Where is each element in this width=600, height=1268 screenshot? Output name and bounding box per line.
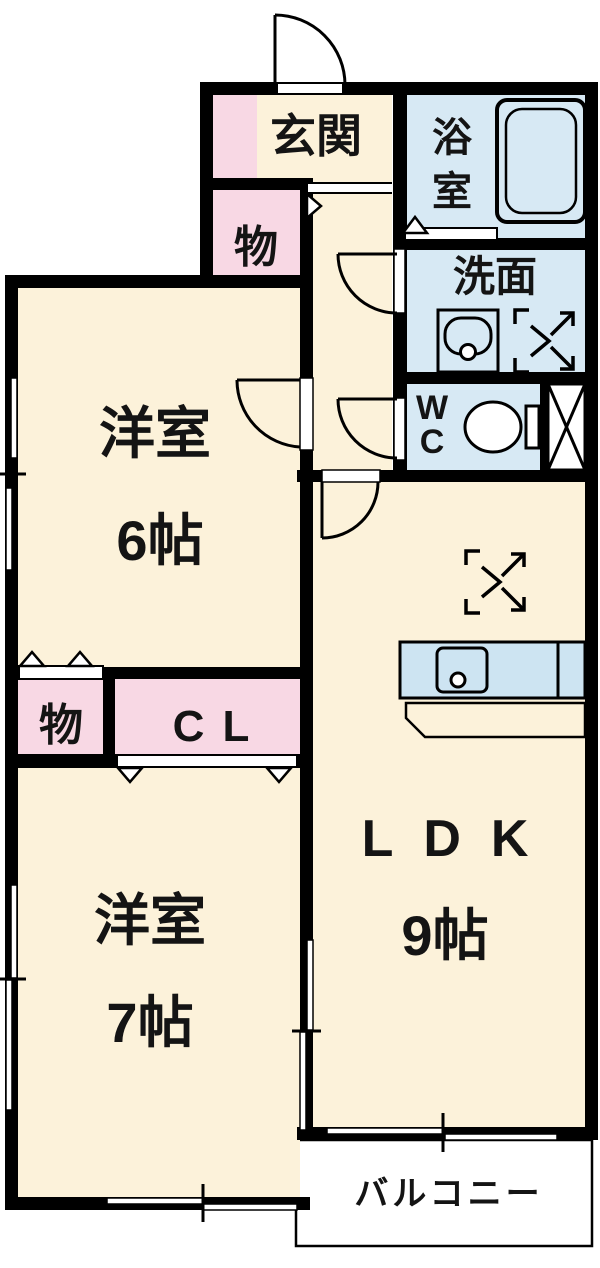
- floor-genkan-storage: [213, 95, 257, 178]
- floor-closet: [115, 679, 300, 754]
- storage-upper-door-triangle: [305, 191, 323, 221]
- wall-segment: [5, 275, 313, 288]
- bathroom-door-triangle: [400, 214, 430, 235]
- pipe-shaft-icon: [546, 382, 587, 472]
- room-label-genkan: 玄関: [270, 110, 362, 162]
- closet-sill: [116, 754, 298, 768]
- room-label-storage-middle: 物: [39, 701, 83, 750]
- genkan-step: [308, 182, 392, 194]
- room-size-western6: 6帖: [116, 509, 203, 572]
- floor-storage-middle: [18, 679, 103, 754]
- room-size-western7: 7帖: [106, 991, 193, 1054]
- toilet-icon: [463, 400, 523, 454]
- wall-segment: [393, 372, 598, 384]
- wall-segment: [200, 82, 598, 95]
- ldk-door-opening: [321, 469, 381, 483]
- washbasin-drain: [459, 343, 477, 361]
- room-label-storage-upper: 物: [234, 223, 278, 272]
- balcony-area: [294, 1138, 594, 1248]
- floor-storage-upper: [213, 190, 300, 275]
- washroom-door-arc: [336, 252, 398, 315]
- room6-door-arc: [235, 378, 301, 449]
- wc-door-arc: [336, 397, 398, 460]
- room-label-western7: 洋室: [94, 889, 206, 952]
- storage-upper6-sill: [18, 665, 104, 680]
- ldk-door-arc: [320, 481, 380, 540]
- wall-segment: [103, 667, 115, 768]
- sink-drain-icon: [449, 671, 467, 689]
- wall-segment: [585, 82, 598, 1140]
- window-room7-left: [0, 884, 26, 1111]
- window-room7-bottom: [106, 1184, 298, 1222]
- sliding-door-ldk-balcony: [326, 1113, 558, 1152]
- toilet-tank: [524, 404, 541, 450]
- kitchen-bar-counter: [404, 701, 587, 739]
- room-label-washroom: 洗面: [453, 253, 537, 300]
- sliding-door-room7-ldk: [292, 939, 321, 1131]
- entry-door-sill: [276, 82, 344, 95]
- storage6-door-triangle: [65, 650, 95, 668]
- room6-door-opening: [299, 377, 314, 451]
- closet-door-triangle: [264, 766, 294, 784]
- bathtub-inner-rim: [504, 107, 578, 215]
- room-label-closet: CL: [173, 702, 268, 751]
- kitchen-sink-icon: [435, 646, 489, 694]
- wall-segment: [200, 178, 313, 190]
- window-room6-left: [0, 377, 26, 571]
- floor-western-room-7: [18, 768, 300, 1197]
- wall-segment: [18, 754, 103, 768]
- room-label-bathroom-1: 浴: [432, 116, 473, 160]
- room-label-wc-1: W: [416, 389, 449, 427]
- room-label-bathroom-2: 室: [432, 170, 472, 214]
- entry-door-arc: [273, 13, 347, 86]
- washroom-door-opening: [393, 248, 406, 314]
- wc-door-opening: [393, 397, 406, 461]
- room-label-balcony: バルコニー: [354, 1175, 543, 1213]
- floor-western-room-6: [18, 288, 300, 667]
- room-size-ldk: 9帖: [401, 904, 488, 967]
- room-label-ldk: LDK: [362, 810, 559, 868]
- storage6-door-triangle: [17, 650, 47, 668]
- room-label-western6: 洋室: [99, 402, 211, 465]
- wall-segment: [540, 384, 548, 470]
- room-label-wc-2: C: [420, 423, 445, 461]
- closet-door-triangle: [115, 766, 145, 784]
- wall-segment: [200, 95, 213, 288]
- floor-ldk: [313, 482, 585, 1127]
